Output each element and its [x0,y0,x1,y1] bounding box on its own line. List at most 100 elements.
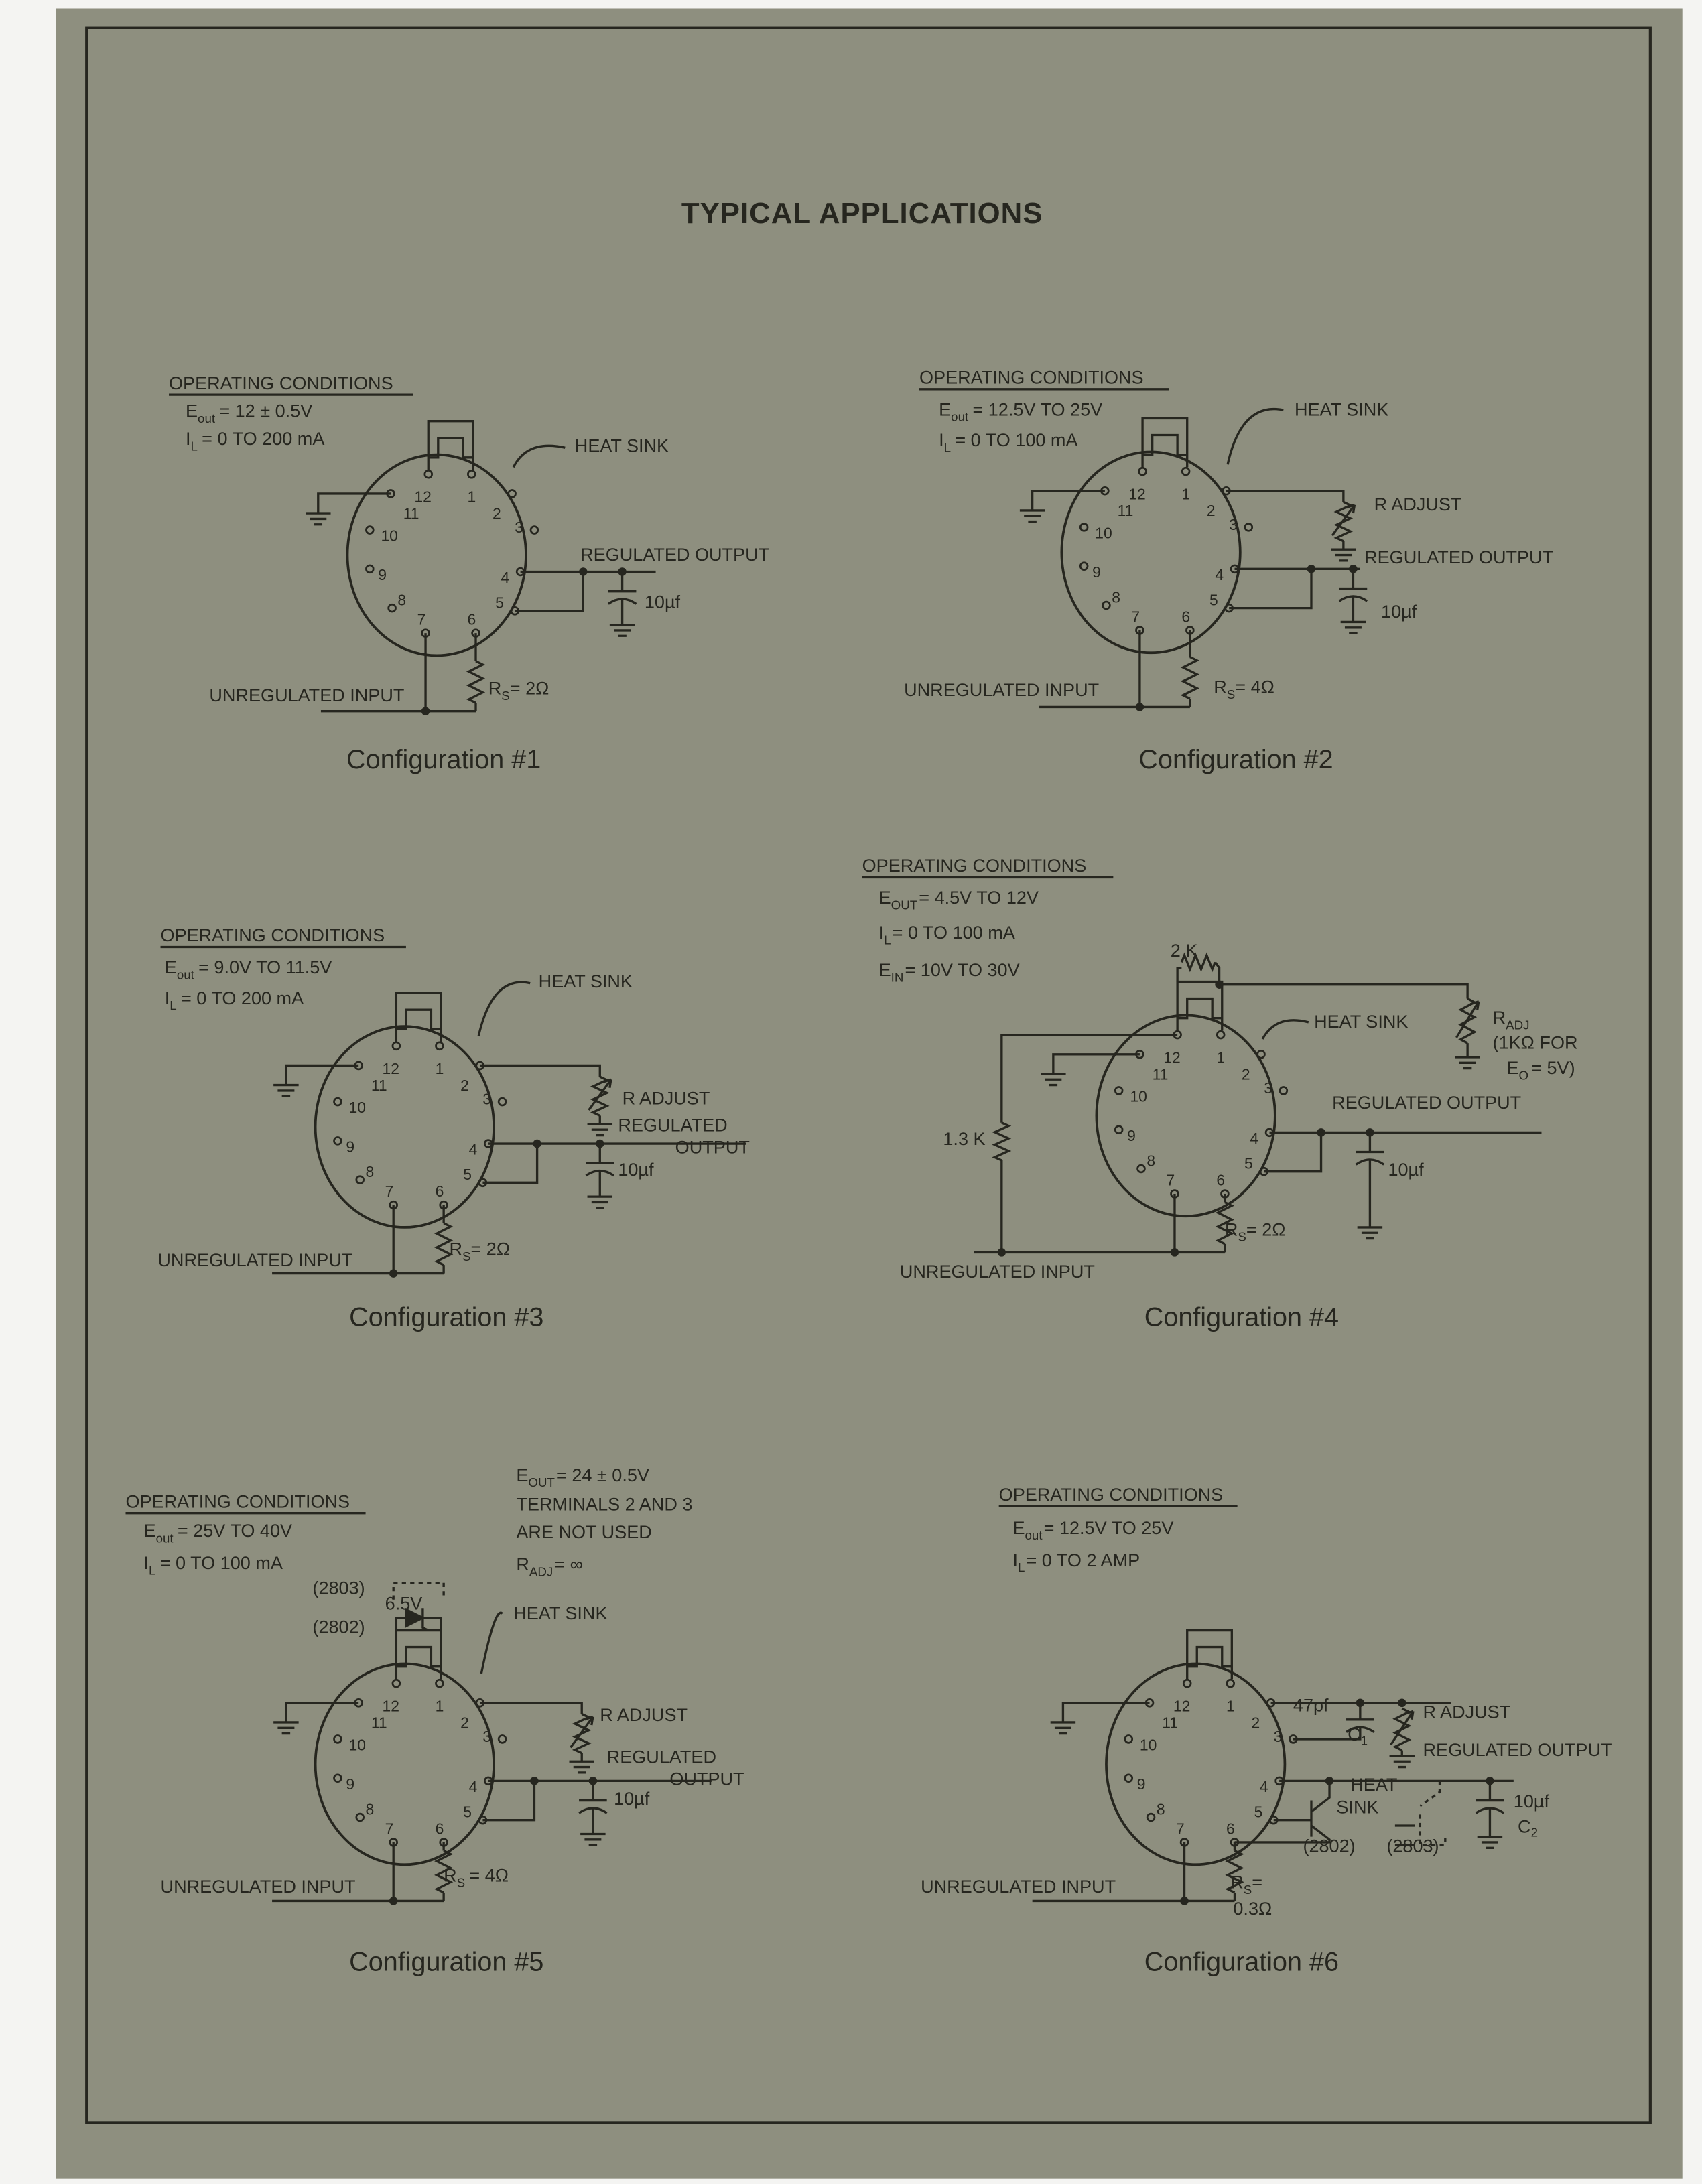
ground-icon [1477,1835,1503,1849]
pin-label: 2 [1251,1714,1260,1731]
pin-label: 10 [381,527,397,545]
note-not-used: ARE NOT USED [516,1522,651,1542]
rs-label: RS= 2Ω [1225,1219,1286,1243]
heat-sink-leader [480,1611,503,1674]
capacitor-label: 10µf [645,592,681,612]
wire [480,1702,583,1714]
unregulated-input-label: UNREGULATED INPUT [921,1876,1116,1897]
junction-dot [997,1248,1006,1257]
pin-terminal [1136,1164,1146,1174]
pin-label: 7 [385,1820,394,1837]
capacitor-label: 10µf [1381,602,1417,622]
pin-terminal [529,525,539,535]
ground-icon [273,1083,299,1097]
pin-label: 11 [1162,1714,1178,1731]
pin-terminal [497,1097,507,1107]
socket-outline [346,453,527,657]
pin-terminal [333,1734,342,1744]
part-2803-label: (2803) [312,1578,365,1598]
junction-dot [1170,1248,1179,1257]
pin-label: 2 [493,504,501,522]
pin-terminal [1114,1125,1124,1134]
pin-terminal [333,1773,342,1783]
pin-label: 4 [1215,566,1224,584]
pin-label: 5 [463,1803,472,1821]
unregulated-input-label: UNREGULATED INPUT [157,1250,352,1270]
radj-note-eo: EO= 5V) [1506,1058,1575,1082]
ground-icon [1455,1056,1480,1070]
condition-il: IL= 0 TO 200 mA [165,988,304,1012]
pin-label: 12 [414,488,431,505]
pin-label: 6 [436,1182,444,1200]
pin-label: 5 [1254,1803,1263,1821]
heat-sink-label: HEAT SINK [539,971,633,992]
junction-dot [389,1269,398,1278]
conditions-heading: OPERATING CONDITIONS [125,1491,350,1511]
capacitor-label: 10µf [614,1789,650,1809]
r-adjust-label: R ADJUST [600,1705,688,1725]
pin-terminal [333,1136,342,1146]
rs-value-label: 0.3Ω [1233,1899,1272,1919]
adjust-arrow-icon [1455,1000,1480,1038]
heat-sink-tab [395,992,442,1042]
wire [515,571,584,612]
pin-terminal [1114,1086,1124,1095]
resistor-icon [1225,1849,1244,1894]
regulated-output-label: REGULATED OUTPUT [1364,547,1553,567]
unregulated-input-label: UNREGULATED INPUT [161,1876,356,1897]
heat-sink-leader [477,981,531,1037]
resistor-icon [1180,952,1216,973]
pin-label: 3 [482,1091,491,1108]
wire [1031,490,1105,510]
pin-label: 4 [1260,1778,1268,1795]
wire [285,1064,359,1085]
note-radj: RADJ= ∞ [516,1554,583,1578]
pin-label: 10 [349,1736,366,1754]
rs-label: RS= 2Ω [449,1239,510,1264]
pin-label: 11 [1118,502,1134,519]
conditions-heading: OPERATING CONDITIONS [161,925,385,945]
ground-icon [587,1123,613,1137]
conditions-heading: OPERATING CONDITIONS [169,373,393,393]
pin-label: 6 [1216,1171,1225,1188]
pin-label: 3 [1229,516,1238,533]
resistor-2k-label: 2 K [1171,941,1198,961]
pin-label: 9 [1092,563,1101,581]
output-label: OUTPUT [669,1769,744,1789]
pin-terminal [365,525,375,535]
conditions-heading: OPERATING CONDITIONS [999,1485,1224,1505]
transistor-2803-icon [1419,1781,1447,1846]
pin-label: 6 [468,611,476,628]
condition-eout: Eout= 12 ± 0.5V [186,401,312,425]
condition-eout: Eout= 12.5V TO 25V [1012,1518,1173,1542]
pin-label: 6 [436,1820,444,1837]
condition-eout: Eout= 9.0V TO 11.5V [165,957,332,981]
c2-label: C2 [1518,1816,1538,1839]
pin-label: 7 [385,1182,394,1200]
pin-label: 1 [436,1697,444,1714]
heat-sink-tab [1141,417,1189,468]
resistor-icon [992,1121,1012,1162]
rs-label: RS= [1230,1872,1262,1897]
pin-terminal [1079,523,1089,532]
pin-label: 8 [1112,588,1120,606]
heat-sink-tab [1187,1645,1232,1668]
zener-voltage-label: 6.5V [385,1593,423,1613]
rs-label: RS= 2Ω [488,679,549,703]
ground-icon [1041,1073,1066,1087]
resistor-1k3-label: 1.3 K [943,1129,985,1149]
wire [482,1144,539,1184]
radj-note: (1KΩ FOR [1493,1032,1578,1052]
socket-outline [314,1662,495,1866]
pin-label: 11 [403,504,419,522]
pin-label: 8 [366,1163,375,1180]
ground-icon [1357,1226,1383,1240]
regulated-output-label: REGULATED OUTPUT [580,545,769,565]
pin-label: 2 [1207,502,1216,519]
r-adjust-label: R ADJUST [1374,494,1462,515]
junction-dot [1398,1698,1406,1708]
alt-zener-outline [392,1582,445,1600]
condition-il: IL= 0 TO 100 mA [879,923,1015,947]
